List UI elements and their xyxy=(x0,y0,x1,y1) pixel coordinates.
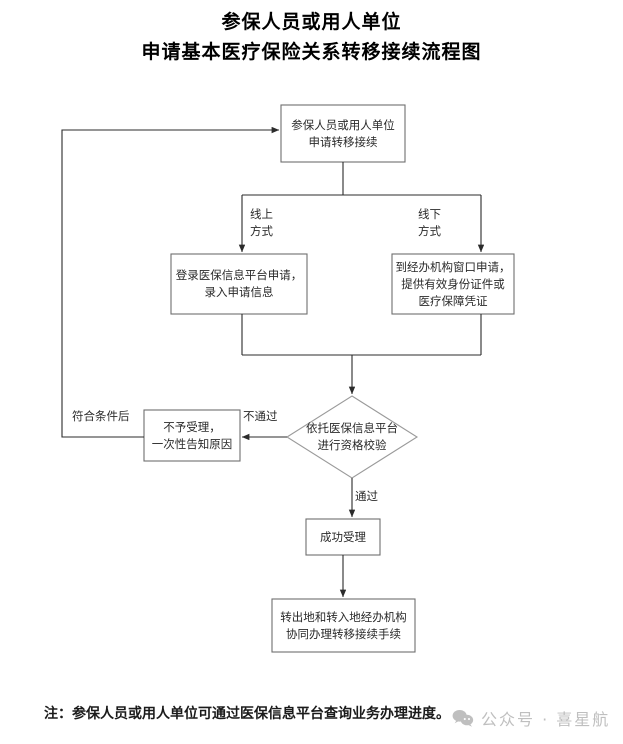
edge-reject-loopback xyxy=(61,126,280,438)
edge-label-loopback-text: 符合条件后 xyxy=(72,409,130,423)
edge-label-online-branch: 线上 方式 xyxy=(250,206,273,240)
verification-diamond-shape xyxy=(285,395,419,479)
accept-box-shape xyxy=(305,518,381,556)
transfer-box-shape xyxy=(271,598,416,653)
wechat-icon xyxy=(452,708,474,728)
edge-label-pass-text: 通过 xyxy=(355,489,378,503)
start-box-shape xyxy=(280,104,406,163)
edge-label-fail-text: 不通过 xyxy=(243,409,278,423)
edge-label-pass: 通过 xyxy=(355,488,378,505)
edge-label-loopback: 符合条件后 xyxy=(72,408,130,425)
footer-note: 注：参保人员或用人单位可通过医保信息平台查询业务办理进度。 xyxy=(44,707,450,722)
page-title: 参保人员或用人单位 申请基本医疗保险关系转移接续流程图 xyxy=(0,8,623,68)
watermark-text: 公众号 · 喜星航 xyxy=(481,710,611,729)
edge-label-fail: 不通过 xyxy=(243,408,278,425)
title-line-1: 参保人员或用人单位 xyxy=(221,12,402,33)
edge-label-offline-line-2: 方式 xyxy=(418,224,441,238)
watermark: 公众号 · 喜星航 xyxy=(452,706,610,730)
edge-label-online-line-2: 方式 xyxy=(250,224,273,238)
edge-label-online-line-1: 线上 xyxy=(250,207,273,221)
online-method-box-shape xyxy=(170,253,308,315)
edge-label-offline-branch: 线下 方式 xyxy=(418,206,441,240)
offline-method-box-shape xyxy=(391,253,515,315)
edge-label-offline-line-1: 线下 xyxy=(418,207,441,221)
reject-box-shape xyxy=(143,409,241,462)
title-line-2: 申请基本医疗保险关系转移接续流程图 xyxy=(141,42,482,63)
